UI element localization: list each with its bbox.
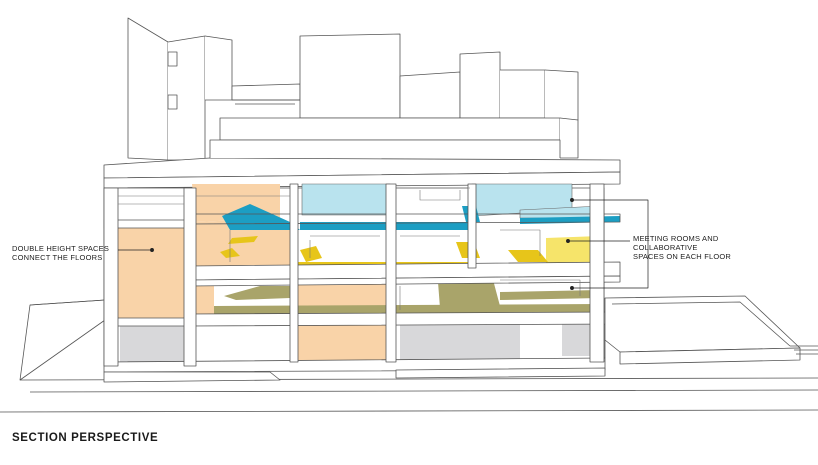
callout-leader-left [118, 248, 154, 252]
interior-detail-lines [118, 187, 581, 310]
figure-title: SECTION PERSPECTIVE [12, 432, 159, 444]
callout-meeting-rooms: MEETING ROOMS AND COLLABORATIVE SPACES O… [633, 234, 732, 261]
olive-spaces-lower [214, 276, 600, 314]
columns [103, 183, 605, 367]
callout-double-height-spaces: DOUBLE HEIGHT SPACES CONNECT THE FLOORS [12, 244, 110, 262]
terrace-right [604, 295, 818, 365]
background-tower [127, 17, 579, 161]
grey-rooms [120, 324, 600, 362]
ground-plane [0, 299, 818, 413]
base-plinth [103, 367, 606, 383]
meeting-rooms-top [301, 183, 601, 219]
callout-leader-right [566, 198, 649, 290]
